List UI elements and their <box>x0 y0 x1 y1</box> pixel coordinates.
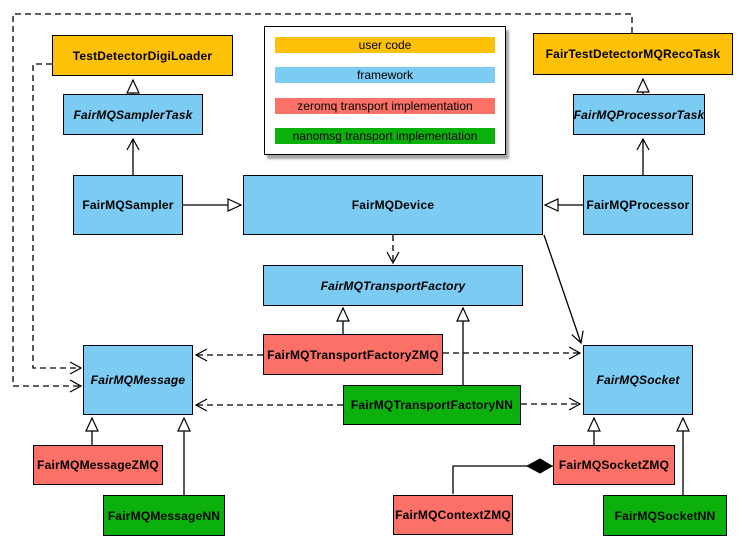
node-label: FairMQContextZMQ <box>395 508 511 522</box>
node-label: FairMQSocketNN <box>614 508 716 523</box>
legend-item-framework: framework <box>275 67 495 84</box>
node-fairmqsocketzmq: FairMQSocketZMQ <box>553 445 675 485</box>
node-label: FairMQSampler <box>82 198 174 212</box>
node-fairmqcontextzmq: FairMQContextZMQ <box>393 495 513 535</box>
node-fairmqmessage: FairMQMessage <box>83 345 193 415</box>
node-label: FairMQDevice <box>351 198 435 212</box>
node-fairmqsocket: FairMQSocket <box>583 345 693 415</box>
node-fairmqmessagenn: FairMQMessageNN <box>103 495 225 536</box>
node-testdetectordigiloader: TestDetectorDigiLoader <box>52 35 233 76</box>
node-fairmqmessagezmq: FairMQMessageZMQ <box>33 445 163 485</box>
legend-label: zeromq transport implementation <box>297 98 473 113</box>
node-fairmqsampler: FairMQSampler <box>73 175 183 235</box>
node-label: FairMQMessage <box>90 373 186 387</box>
legend-item-zeromq: zeromq transport implementation <box>275 97 495 114</box>
node-fairmqdevice: FairMQDevice <box>243 175 543 235</box>
composition-diamond-icon <box>525 458 553 474</box>
node-label: FairTestDetectorMQRecoTask <box>545 47 721 61</box>
node-label: FairMQSocketZMQ <box>558 458 670 472</box>
node-fairmqprocessortask: FairMQProcessorTask <box>573 94 705 135</box>
edge-contextzmq-to-socketzmq <box>452 465 553 494</box>
node-label: FairMQProcessor <box>586 198 690 212</box>
node-label: FairMQTransportFactoryZMQ <box>267 347 439 362</box>
legend-item-nanomsg: nanomsg transport implementation <box>275 127 495 144</box>
edge-recotask-to-message <box>12 13 633 393</box>
node-label: FairMQMessageZMQ <box>37 458 159 472</box>
node-fairmqsamplertask: FairMQSamplerTask <box>63 94 203 135</box>
node-label: FairMQTransportFactoryNN <box>350 398 514 412</box>
edge-digiloader-to-message <box>32 63 83 375</box>
legend-item-user-code: user code <box>275 37 495 53</box>
node-label: FairMQProcessorTask <box>573 107 705 122</box>
node-label: FairMQSamplerTask <box>73 107 193 122</box>
node-fairmqprocessor: FairMQProcessor <box>583 175 693 235</box>
legend-label: nanomsg transport implementation <box>292 128 478 143</box>
node-label: FairMQMessageNN <box>107 508 221 523</box>
node-fairtestdetectormqrecotask: FairTestDetectorMQRecoTask <box>533 33 733 75</box>
node-fairmqtransportfactory: FairMQTransportFactory <box>263 265 523 306</box>
node-fairmqtransportfactoryzmq: FairMQTransportFactoryZMQ <box>263 334 443 375</box>
node-fairmqsocketnn: FairMQSocketNN <box>603 495 727 536</box>
node-label: TestDetectorDigiLoader <box>72 48 213 63</box>
legend-label: user code <box>358 38 412 52</box>
node-label: FairMQTransportFactory <box>320 278 466 293</box>
node-label: FairMQSocket <box>596 373 680 387</box>
node-fairmqtransportfactorynn: FairMQTransportFactoryNN <box>343 385 521 425</box>
edge-device-to-socket <box>543 234 584 345</box>
legend-label: framework <box>356 68 413 83</box>
legend: user code framework zeromq transport imp… <box>264 26 506 155</box>
